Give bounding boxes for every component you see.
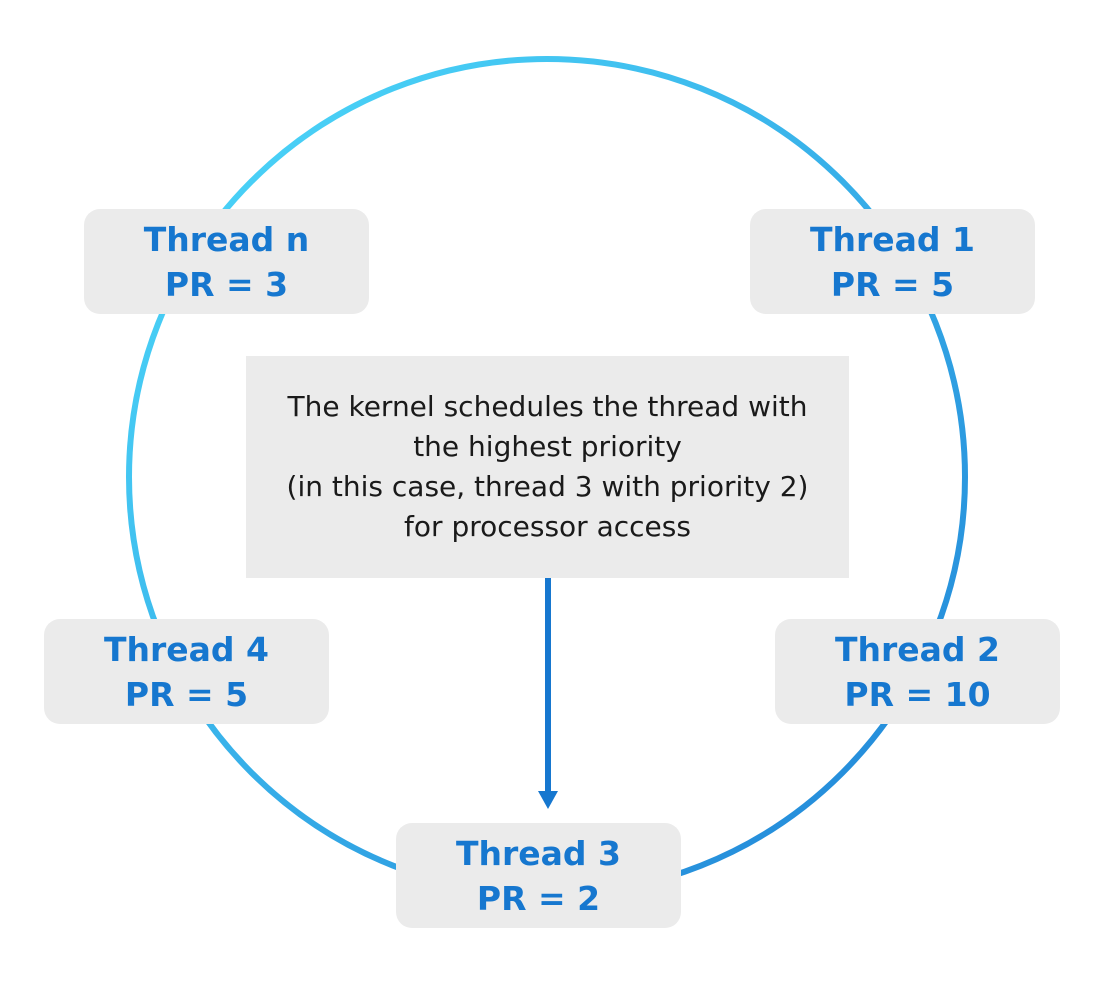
kernel-note-line: (in this case, thread 3 with priority 2)	[286, 470, 809, 503]
scheduling-arrow	[538, 578, 558, 809]
thread-4-name: Thread 4	[104, 629, 269, 669]
kernel-note-box: The kernel schedules the thread with the…	[246, 356, 849, 578]
kernel-note-line: The kernel schedules the thread with	[287, 390, 808, 423]
thread-2-name: Thread 2	[835, 629, 1000, 669]
thread-n-name: Thread n	[143, 219, 310, 259]
thread-2-priority: PR = 10	[844, 674, 991, 714]
thread-1-box: Thread 1 PR = 5	[750, 209, 1035, 314]
kernel-note-line: the highest priority	[413, 430, 682, 463]
arrow-head-icon	[538, 791, 558, 809]
thread-n-box: Thread n PR = 3	[84, 209, 369, 314]
thread-3-priority: PR = 2	[476, 878, 601, 918]
thread-n-priority: PR = 3	[164, 264, 289, 304]
thread-3-name: Thread 3	[456, 833, 621, 873]
thread-1-name: Thread 1	[810, 219, 975, 259]
thread-4-priority: PR = 5	[124, 674, 249, 714]
thread-3-box: Thread 3 PR = 2	[396, 823, 681, 928]
kernel-note-line: for processor access	[404, 510, 691, 543]
thread-2-box: Thread 2 PR = 10	[775, 619, 1060, 724]
thread-1-priority: PR = 5	[830, 264, 955, 304]
thread-4-box: Thread 4 PR = 5	[44, 619, 329, 724]
